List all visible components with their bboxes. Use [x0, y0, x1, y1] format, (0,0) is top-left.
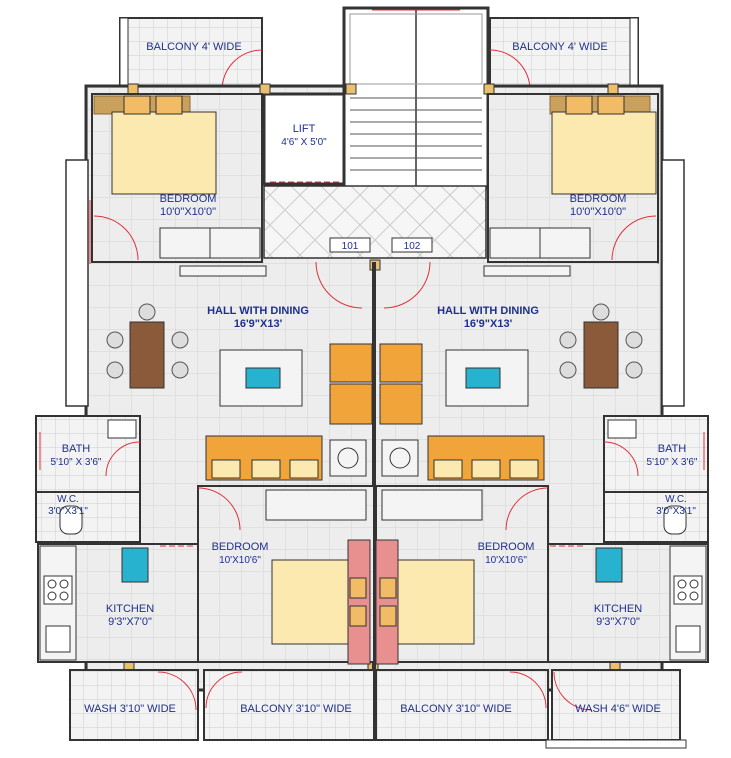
- label-wc-right-size: 3'0"X3'1": [656, 506, 696, 517]
- balcony-top-left: [119, 17, 263, 91]
- lobby-floor: [263, 185, 487, 259]
- bedroom-lower-left: [197, 485, 375, 665]
- label-hall-right-name: HALL WITH DINING: [437, 305, 539, 317]
- room-labels: BALCONY 4' WIDE BALCONY 4' WIDE LIFT 4'6…: [48, 41, 698, 715]
- label-hall-left-name: HALL WITH DINING: [207, 305, 309, 317]
- label-bath-left-name: BATH: [62, 443, 91, 455]
- label-bedroom-right-size: 10'0"X10'0": [570, 206, 626, 218]
- label-kitchen-left-name: KITCHEN: [106, 603, 154, 615]
- label-wash-left: WASH 3'10" WIDE: [84, 703, 176, 715]
- label-hall-right-size: 16'9"X13': [464, 318, 513, 330]
- stair-core: [342, 6, 490, 190]
- label-bedroom-lower-right-size: 10'X10'6": [485, 555, 527, 566]
- lift-shaft: [262, 92, 346, 186]
- bedroom-top-left: [91, 93, 263, 263]
- wash-left: [69, 669, 199, 741]
- wc-right: [603, 491, 709, 543]
- label-flat-102: 102: [404, 241, 421, 252]
- label-balcony-top-right: BALCONY 4' WIDE: [512, 41, 607, 53]
- label-balcony-top-left: BALCONY 4' WIDE: [146, 41, 241, 53]
- door-tag-101: [329, 237, 371, 253]
- label-wc-right-name: W.C.: [665, 494, 687, 505]
- label-bath-right-size: 5'10" X 3'6": [647, 457, 698, 468]
- label-balcony-bottom-right: BALCONY 3'10" WIDE: [400, 703, 512, 715]
- wash-right: [545, 669, 687, 749]
- label-flat-101: 101: [342, 241, 359, 252]
- balcony-bottom-right: [375, 669, 549, 741]
- door-tag-102: [391, 237, 433, 253]
- label-kitchen-right-name: KITCHEN: [594, 603, 642, 615]
- bedroom-lower-right: [375, 485, 549, 665]
- label-bedroom-right-name: BEDROOM: [570, 193, 627, 205]
- wc-left: [35, 491, 141, 543]
- label-lift-size: 4'6" X 5'0": [281, 137, 327, 148]
- bath-right: [603, 415, 709, 493]
- kitchen-left: [37, 543, 199, 663]
- label-bedroom-left-size: 10'0"X10'0": [160, 206, 216, 218]
- label-wash-right: WASH 4'6" WIDE: [575, 703, 661, 715]
- label-bath-left-size: 5'10" X 3'6": [51, 457, 102, 468]
- label-bedroom-lower-right-name: BEDROOM: [478, 541, 535, 553]
- balcony-bottom-left: [203, 669, 375, 741]
- balcony-top-right: [489, 17, 639, 91]
- label-bedroom-left-name: BEDROOM: [160, 193, 217, 205]
- label-bedroom-lower-left-size: 10'X10'6": [219, 555, 261, 566]
- label-balcony-bottom-left: BALCONY 3'10" WIDE: [240, 703, 352, 715]
- label-hall-left-size: 16'9"X13': [234, 318, 283, 330]
- label-bath-right-name: BATH: [658, 443, 687, 455]
- label-wc-left-name: W.C.: [57, 494, 79, 505]
- hall-left: [106, 261, 373, 481]
- label-kitchen-left-size: 9'3"X7'0": [108, 616, 152, 628]
- hall-right: [379, 261, 643, 481]
- label-lift-name: LIFT: [293, 123, 316, 135]
- label-bedroom-lower-left-name: BEDROOM: [212, 541, 269, 553]
- label-kitchen-right-size: 9'3"X7'0": [596, 616, 640, 628]
- label-wc-left-size: 3'0"X3'1": [48, 506, 88, 517]
- kitchen-right: [547, 543, 709, 663]
- bedroom-top-right: [487, 93, 659, 263]
